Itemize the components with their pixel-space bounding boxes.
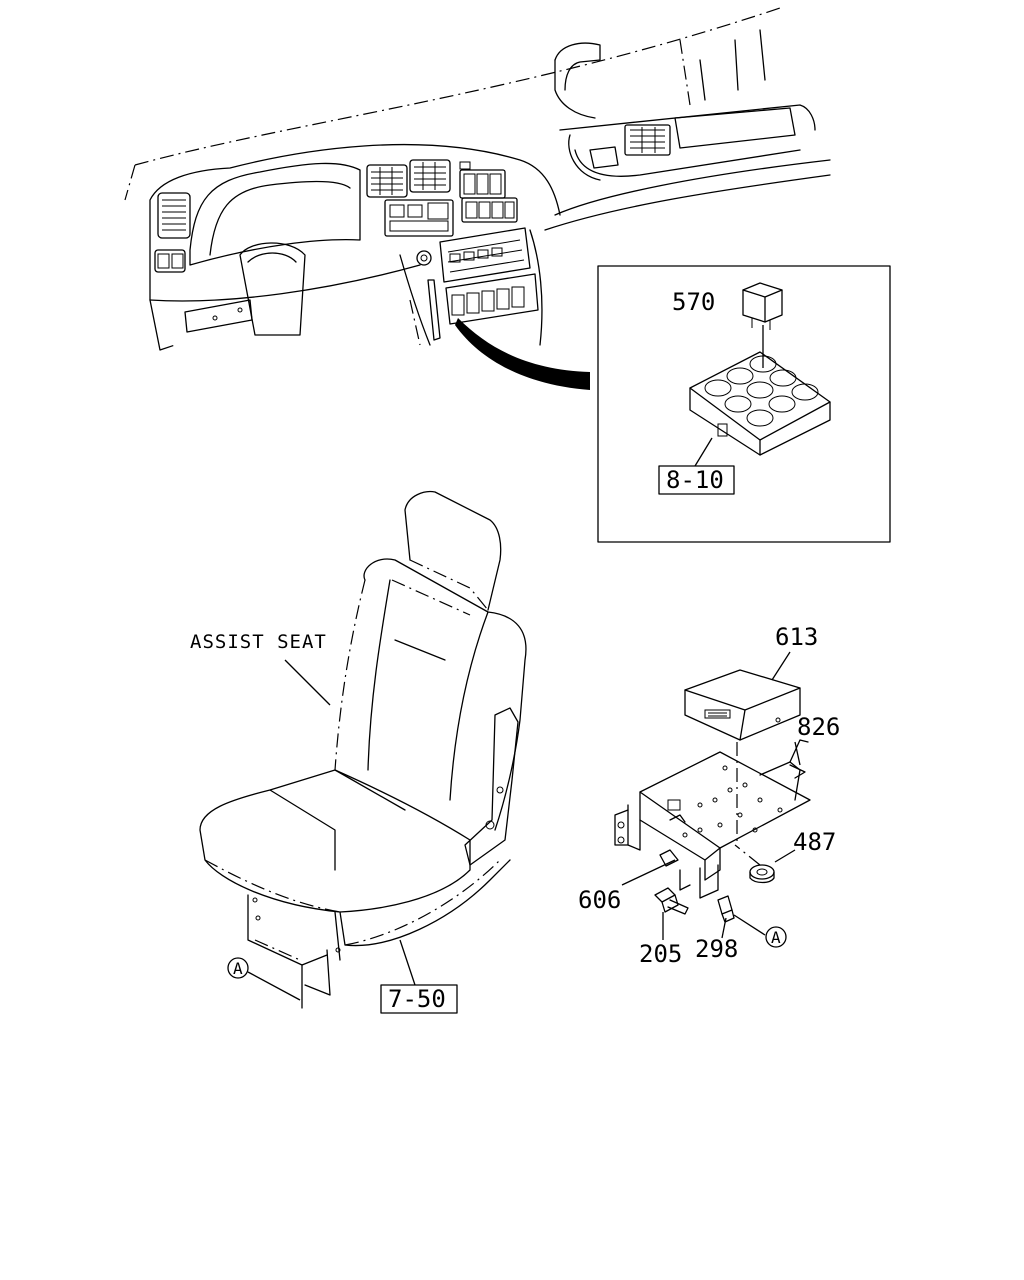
nut-487 [734,844,796,884]
controller-bracket-assembly: A 613 826 487 606 205 298 [578,623,840,968]
dashboard-illustration [124,7,831,390]
callout-8-10-frame [658,465,735,495]
controller-unit-613 [684,651,801,845]
assist-seat-illustration: A ASSIST SEAT 7-50 [190,490,527,1014]
reference-a-circle-right [765,926,787,948]
relay-block [689,351,831,467]
relay-570 [742,282,783,368]
callout-7-50-frame [380,984,458,1014]
relay-detail-inset: 570 8-10 [597,265,891,543]
callout-8-10: 8-10 [666,466,724,494]
callout-7-50: 7-50 [388,985,446,1013]
clip-298 [717,895,766,939]
callout-613: 613 [775,623,818,651]
bolt-205 [654,887,689,940]
callout-487: 487 [793,828,836,856]
callout-570: 570 [672,288,715,316]
mounting-bracket-606 [614,739,811,899]
callout-205: 205 [639,940,682,968]
callout-826: 826 [797,713,840,741]
callout-606: 606 [578,886,621,914]
reference-a-right: A [771,928,781,947]
callout-298: 298 [695,935,738,963]
reference-a-circle-left [227,957,249,979]
reference-a-left: A [233,959,243,978]
assist-seat-label: ASSIST SEAT [190,631,327,653]
